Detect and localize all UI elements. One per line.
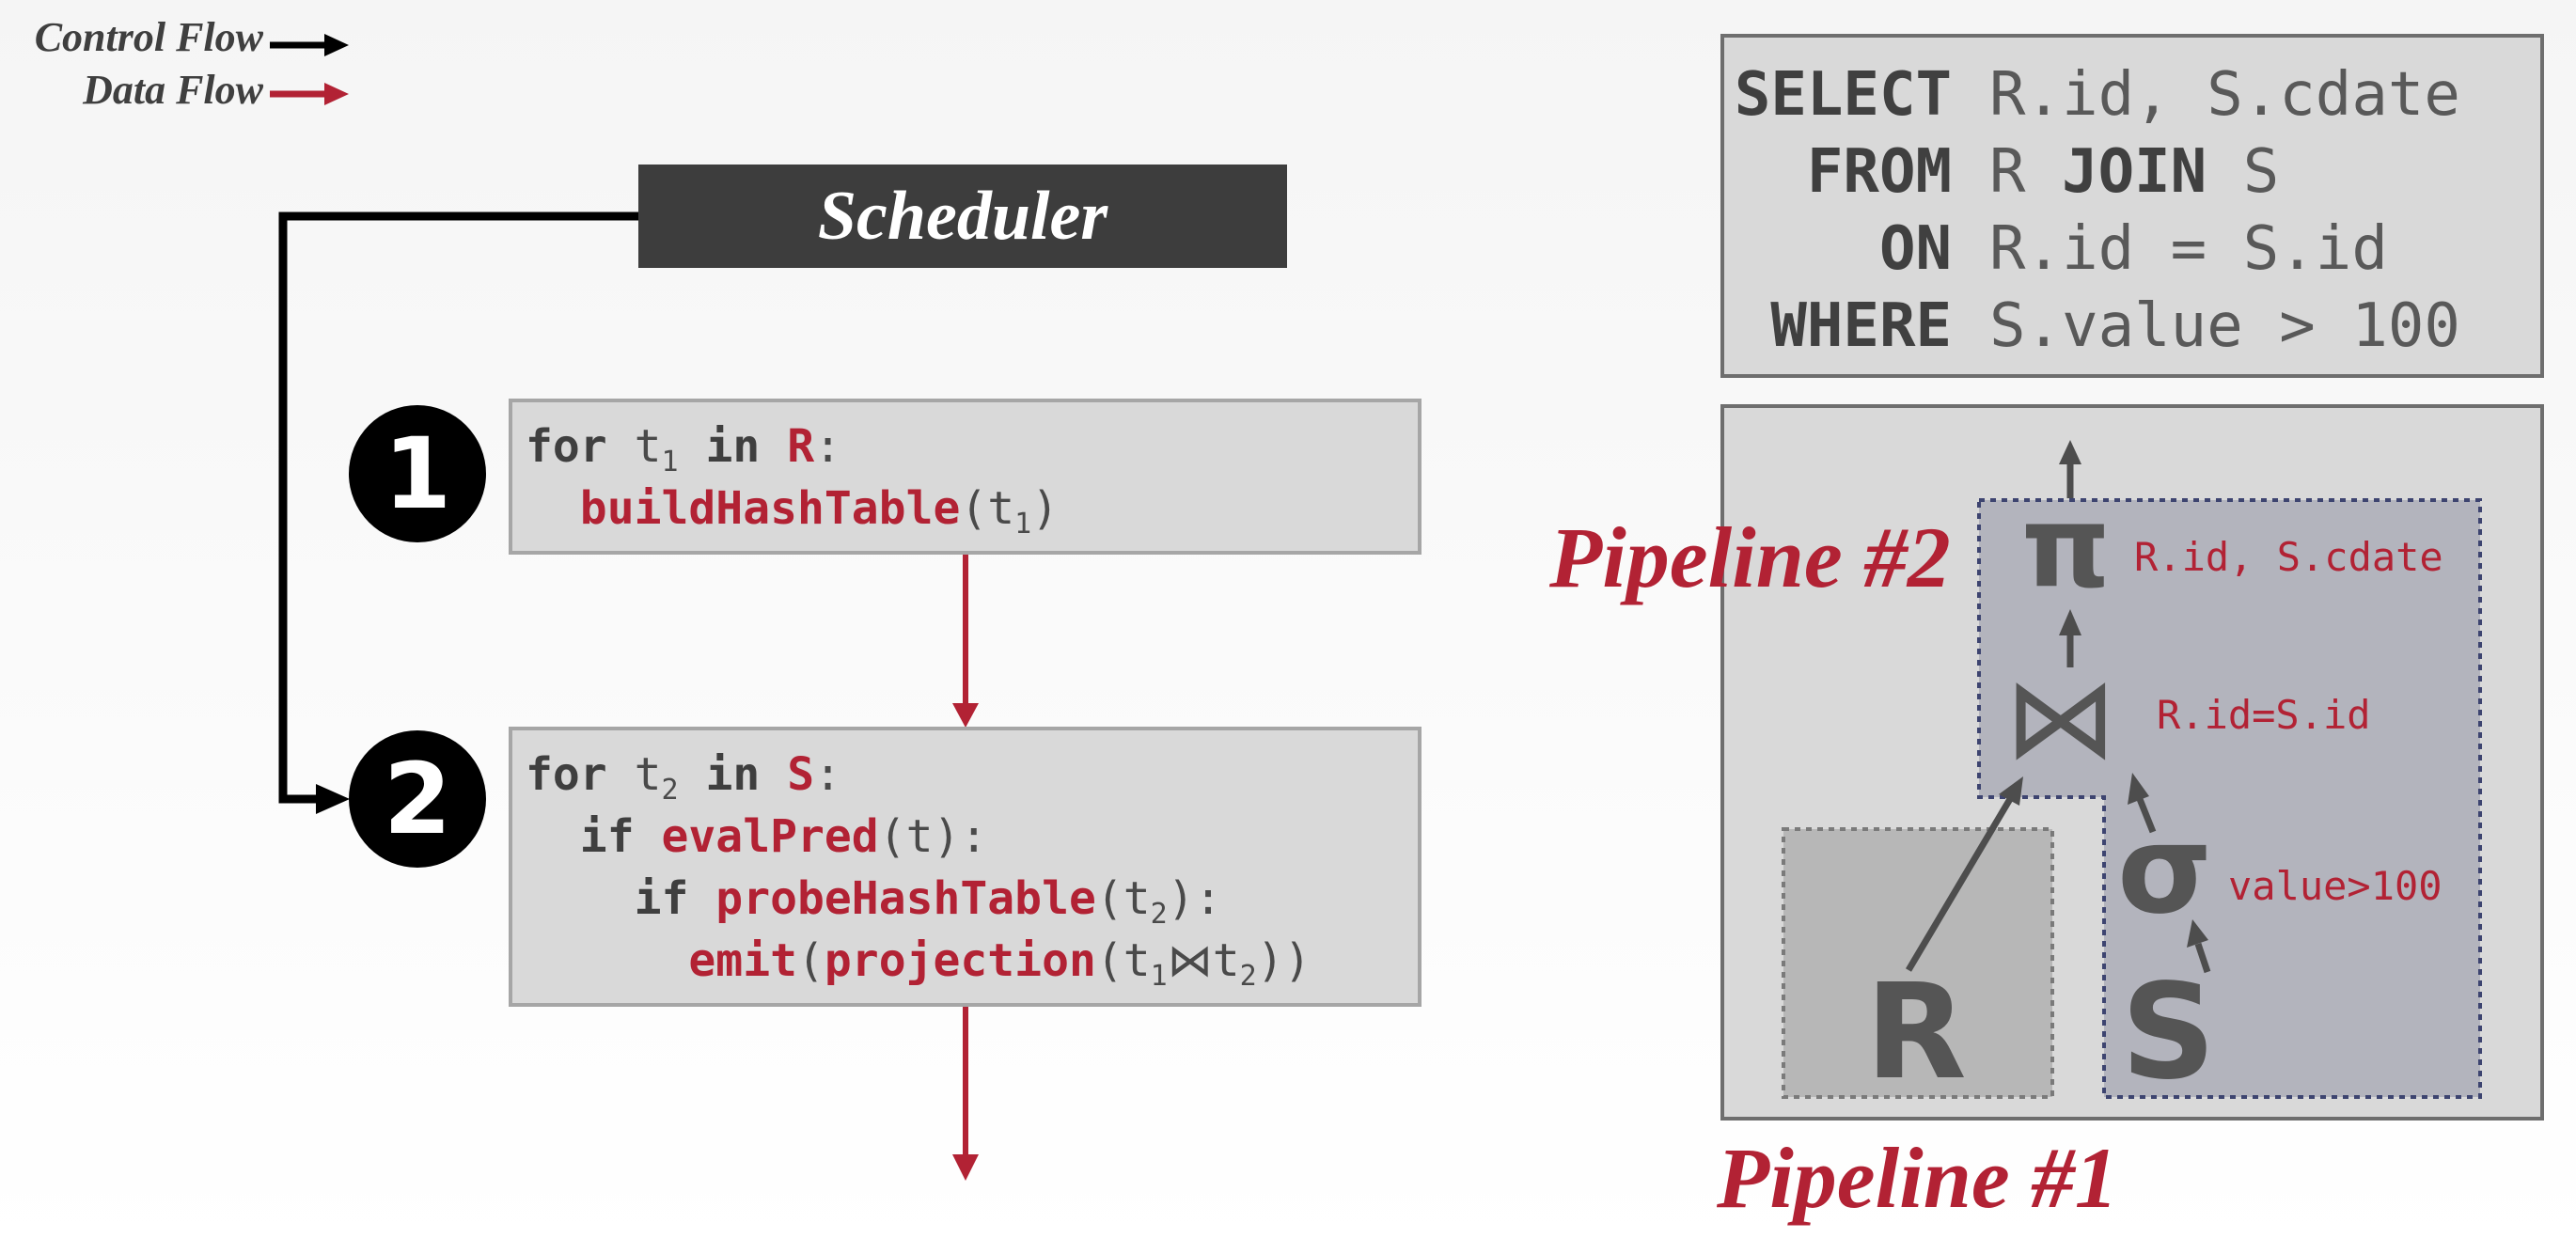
- control-flow-arrow: [278, 212, 638, 804]
- sql-line: FROM R JOIN S: [1724, 133, 2540, 211]
- code-line: if probeHashTable(t2):: [526, 868, 1418, 930]
- code-function: evalPred: [661, 810, 879, 863]
- data-flow-arrowhead-1: [952, 703, 979, 728]
- pipeline-1-region: [1782, 827, 2054, 1099]
- code-punct: (: [796, 934, 825, 987]
- code-subscript: 1: [1014, 508, 1032, 541]
- selection-label: value>100: [2228, 863, 2442, 909]
- code-function: projection: [824, 934, 1096, 987]
- code-keyword: for: [526, 748, 607, 801]
- sql-line: SELECT R.id, S.cdate: [1724, 56, 2540, 133]
- code-subscript: 1: [1150, 960, 1168, 993]
- code-arg: (t: [1095, 934, 1151, 987]
- join-symbol: ⋈: [2004, 653, 2117, 784]
- code-function: emit: [688, 934, 797, 987]
- sql-text: R.id = S.id: [1989, 214, 2388, 284]
- code-arg: (t: [960, 482, 1015, 535]
- task-1-code-box: for t1 in R: buildHashTable(t1): [509, 399, 1422, 555]
- sql-keyword: SELECT: [1734, 60, 1952, 130]
- control-flow-arrowhead: [316, 784, 350, 814]
- sql-keyword: JOIN: [2062, 137, 2207, 207]
- code-subscript: 2: [1150, 898, 1168, 931]
- legend-control-flow-label: Control Flow: [34, 14, 263, 60]
- code-var: t: [634, 748, 662, 801]
- scheduler-label: Scheduler: [817, 177, 1108, 255]
- s-to-selection-arrowhead: [2187, 919, 2208, 948]
- code-table: R: [787, 420, 815, 473]
- selection-to-join-arrowhead: [2128, 773, 2149, 805]
- code-join-symbol: ⋈: [1167, 934, 1213, 987]
- r-to-join-arrow: [1905, 797, 2014, 972]
- sql-line: WHERE S.value > 100: [1724, 288, 2540, 365]
- code-arg: (t: [1095, 872, 1151, 925]
- pipeline-2-region: [1977, 498, 2482, 1099]
- legend-control-arrowhead: [324, 34, 349, 56]
- sql-text: R: [1989, 137, 2063, 207]
- data-flow-arrowhead-2: [952, 1154, 979, 1181]
- sql-text: R.id, S.cdate: [1989, 60, 2460, 130]
- legend-arrows: [270, 34, 349, 105]
- code-punct: ):: [1167, 872, 1222, 925]
- code-keyword: in: [705, 748, 761, 801]
- s-to-selection-arrow: [2194, 942, 2211, 974]
- code-var: t: [634, 420, 662, 473]
- sql-keyword: ON: [1878, 214, 1952, 284]
- code-punct: :: [814, 420, 841, 473]
- code-line: for t1 in R:: [526, 415, 1418, 478]
- code-punct: :: [814, 748, 841, 801]
- sql-keyword: WHERE: [1770, 291, 1952, 361]
- code-arg: t: [1212, 934, 1240, 987]
- table-s-label: S: [2121, 956, 2216, 1109]
- code-subscript: 1: [661, 446, 679, 478]
- code-punct: )): [1256, 934, 1312, 987]
- code-punct: ): [1031, 482, 1060, 535]
- sql-text: S: [2207, 137, 2280, 207]
- scheduler-box: Scheduler: [638, 165, 1287, 268]
- task-1-badge: 1: [349, 405, 486, 542]
- code-subscript: 2: [1239, 960, 1257, 993]
- join-to-projection-arrowhead: [2059, 609, 2081, 635]
- selection-symbol: σ: [2117, 798, 2213, 941]
- code-subscript: 2: [661, 774, 679, 807]
- selection-to-join-arrow: [2136, 797, 2157, 834]
- code-line: if evalPred(t):: [526, 806, 1418, 868]
- code-keyword: for: [526, 420, 607, 473]
- sql-text: S.value > 100: [1989, 291, 2460, 361]
- sql-query-box: SELECT R.id, S.cdate FROM R JOIN S ON R.id …: [1720, 34, 2544, 378]
- code-line: buildHashTable(t1): [526, 478, 1418, 540]
- projection-symbol: π: [2021, 482, 2111, 613]
- pipeline-2-label: Pipeline #2: [1549, 509, 1951, 605]
- pipeline-1-label: Pipeline #1: [1717, 1130, 2118, 1226]
- legend-data-arrowhead: [324, 83, 349, 105]
- r-to-join-arrowhead: [1999, 776, 2023, 806]
- legend-data-flow-label: Data Flow: [83, 67, 263, 113]
- code-line: emit(projection(t1⋈t2)): [526, 930, 1418, 992]
- code-keyword: if: [634, 872, 689, 925]
- code-function: probeHashTable: [715, 872, 1096, 925]
- sql-line: ON R.id = S.id: [1724, 211, 2540, 288]
- join-label: R.id=S.id: [2157, 692, 2371, 738]
- code-keyword: in: [705, 420, 761, 473]
- task-2-code-box: for t2 in S: if evalPred(t): if probeHas…: [509, 727, 1422, 1007]
- code-table: S: [787, 748, 815, 801]
- projection-label: R.id, S.cdate: [2134, 534, 2443, 580]
- table-r-label: R: [1865, 956, 1967, 1109]
- code-function: buildHashTable: [579, 482, 961, 535]
- code-line: for t2 in S:: [526, 744, 1418, 806]
- sql-keyword: FROM: [1806, 137, 1952, 207]
- code-arg: (t):: [878, 810, 988, 863]
- task-2-badge: 2: [349, 730, 486, 868]
- code-keyword: if: [579, 810, 635, 863]
- output-arrowhead: [2059, 440, 2081, 464]
